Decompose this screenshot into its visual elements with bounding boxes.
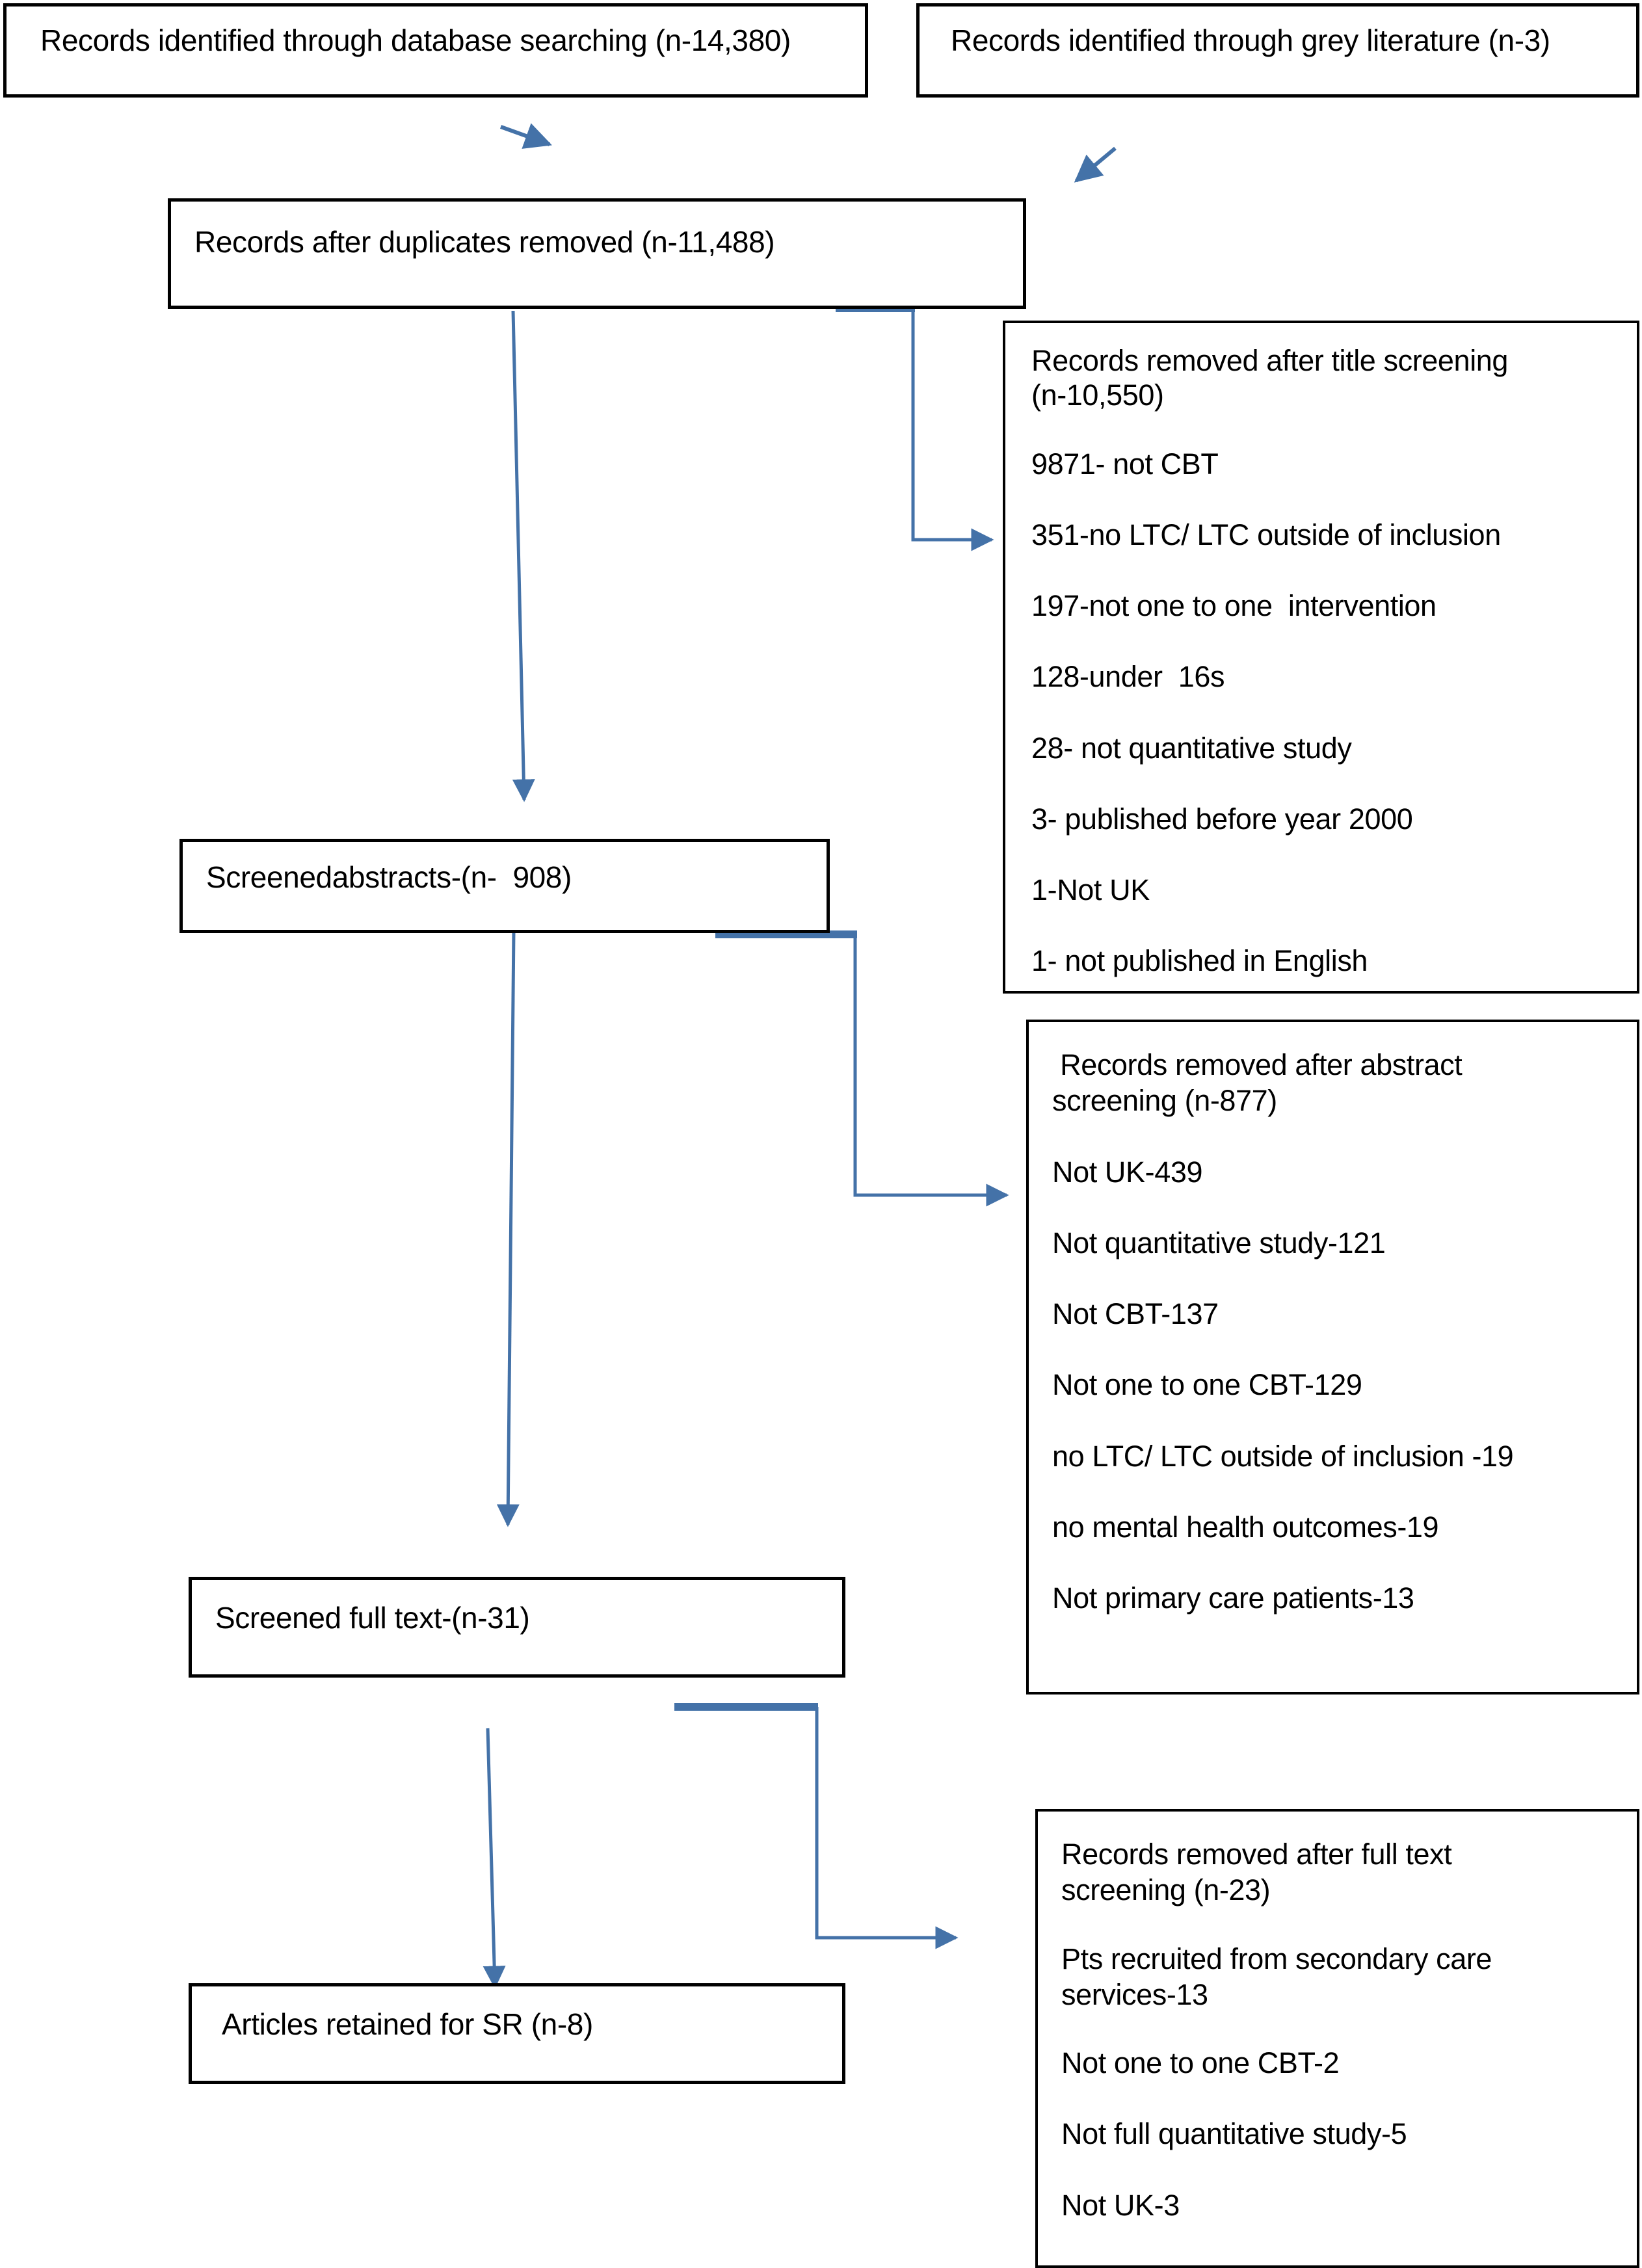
arrow-duplicates-to-abstracts xyxy=(511,310,535,802)
box-articles-retained-for-sr: Articles retained for SR (n-8) xyxy=(189,1983,845,2084)
box-text-line: Not quantitative study-121 xyxy=(1052,1226,1386,1259)
box-text-line: 351-no LTC/ LTC outside of inclusion xyxy=(1031,518,1501,551)
box-text-line: 1- not published in English xyxy=(1031,944,1368,978)
box-text-line: 1-Not UK xyxy=(1031,873,1150,906)
connector-duplicates-to-title-exclusions xyxy=(836,303,994,551)
box-screened-abstracts: Screenedabstracts-(n- 908) xyxy=(179,839,830,933)
box-text-line: Records after duplicates removed (n-11,4… xyxy=(194,225,775,259)
box-text-line: no LTC/ LTC outside of inclusion -19 xyxy=(1052,1439,1514,1473)
box-records-removed-after-title-screening: Records removed after title screening (n… xyxy=(1003,321,1639,994)
box-text-line: Pts recruited from secondary care xyxy=(1061,1942,1492,1975)
box-text-line: Not one to one CBT-129 xyxy=(1052,1368,1362,1402)
box-text-line: Screenedabstracts-(n- 908) xyxy=(206,860,572,894)
connector-full-text-to-full-text-exclusions xyxy=(674,1703,959,1949)
box-text-line: Not UK-439 xyxy=(1052,1155,1203,1189)
box-records-removed-after-abstract-screening: Records removed after abstract screening… xyxy=(1026,1020,1639,1694)
box-text-line: Not UK-3 xyxy=(1061,2188,1180,2222)
box-text-line: 197-not one to one intervention xyxy=(1031,589,1437,622)
arrow-grey-literature-to-duplicates xyxy=(1074,146,1117,183)
box-records-identified-database: Records identified through database sear… xyxy=(3,3,868,98)
box-text-line: Not one to one CBT-2 xyxy=(1061,2046,1340,2079)
box-text-line: 28- not quantitative study xyxy=(1031,731,1352,765)
box-text-line: screening (n-23) xyxy=(1061,1873,1271,1907)
box-text-line: (n-10,550) xyxy=(1031,378,1164,412)
box-text-line: no mental health outcomes-19 xyxy=(1052,1510,1439,1544)
box-text-line: Articles retained for SR (n-8) xyxy=(222,2007,593,2041)
box-text-line: Not CBT-137 xyxy=(1052,1297,1219,1330)
box-text-line: Records identified through database sear… xyxy=(40,23,791,57)
arrow-abstracts-to-full-text xyxy=(496,930,520,1527)
box-text-line: Not primary care patients-13 xyxy=(1052,1581,1414,1615)
box-text-line: Screened full text-(n-31) xyxy=(215,1601,530,1635)
box-text-line: 9871- not CBT xyxy=(1031,447,1219,481)
box-text-line: Not full quantitative study-5 xyxy=(1061,2117,1407,2151)
arrow-database-to-duplicates xyxy=(499,123,552,149)
connector-abstracts-to-abstract-exclusions xyxy=(715,930,1009,1207)
box-text-line: Records removed after full text xyxy=(1061,1838,1452,1871)
box-records-removed-after-full-text-screening: Records removed after full text screenin… xyxy=(1035,1809,1639,2268)
box-screened-full-text: Screened full text-(n-31) xyxy=(189,1577,845,1678)
arrow-full-text-to-articles xyxy=(483,1728,506,1989)
box-text-line: Records removed after title screening xyxy=(1031,344,1509,377)
box-records-identified-grey-literature: Records identified through grey literatu… xyxy=(916,3,1639,98)
box-text-line: screening (n-877) xyxy=(1052,1084,1277,1118)
box-text-line: Records identified through grey literatu… xyxy=(951,23,1550,57)
box-records-after-duplicates-removed: Records after duplicates removed (n-11,4… xyxy=(168,198,1026,309)
box-text-line: services-13 xyxy=(1061,1977,1208,2011)
box-text-line: Records removed after abstract xyxy=(1052,1048,1463,1081)
box-text-line: 128-under 16s xyxy=(1031,660,1225,694)
box-text-line: 3- published before year 2000 xyxy=(1031,802,1413,836)
